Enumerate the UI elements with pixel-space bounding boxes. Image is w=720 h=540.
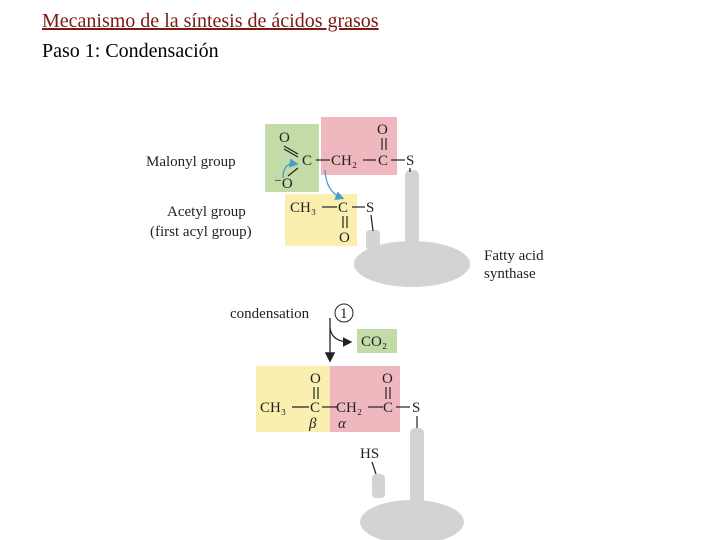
- acetyl-sulfur: S: [366, 200, 374, 216]
- malonyl-ch2: CH₂: [331, 153, 357, 169]
- acetyl-ch3: CH₃: [290, 200, 316, 216]
- first-acyl-group-label: (first acyl group): [150, 224, 252, 240]
- product-beta-c: C: [310, 400, 320, 416]
- product-thioester-o: O: [382, 371, 393, 387]
- malonyl-thioester-o: O: [377, 122, 388, 138]
- malonyl-sulfur: S: [406, 153, 414, 169]
- electron-arrow-attack: [324, 169, 345, 200]
- malonyl-carboxyl-o-minus: ⁻O: [274, 176, 293, 192]
- enzyme-label-line1: Fatty acid: [484, 248, 544, 264]
- electron-arrow-decarboxylation: [282, 158, 299, 179]
- malonyl-thioester-c: C: [378, 153, 388, 169]
- enzyme-label-line2: synthase: [484, 266, 536, 282]
- product-thioester-c: C: [383, 400, 393, 416]
- product-pink-box: [330, 366, 400, 432]
- alpha-carbon-label: α: [338, 416, 347, 432]
- product-beta-o: O: [310, 371, 321, 387]
- acetyl-group-label: Acetyl group: [167, 204, 246, 220]
- product-sulfur: S: [412, 400, 420, 416]
- beta-carbon-label: β: [308, 416, 317, 432]
- malonyl-green-box: [265, 124, 319, 192]
- co2-box: [357, 329, 397, 353]
- product-ch2: CH₂: [336, 400, 362, 416]
- co2-release-arrow: [329, 327, 353, 347]
- malonyl-pink-box: [321, 117, 397, 175]
- free-thiol-hs: HS: [360, 446, 379, 462]
- malonyl-carboxyl-c: C: [302, 153, 312, 169]
- page-subtitle: Paso 1: Condensación: [42, 40, 219, 62]
- enzyme-bottom: [360, 416, 464, 540]
- malonyl-carboxyl-o-top: O: [279, 130, 290, 146]
- step-number: 1: [340, 306, 348, 322]
- acetyl-yellow-box: [285, 194, 357, 246]
- co2-label: CO₂: [361, 334, 387, 350]
- malonyl-group-label: Malonyl group: [146, 154, 236, 170]
- acetyl-o: O: [339, 230, 350, 246]
- condensation-label: condensation: [230, 306, 310, 322]
- page-title: Mecanismo de la síntesis de ácidos graso…: [42, 10, 379, 32]
- acetyl-c: C: [338, 200, 348, 216]
- enzyme-top: [354, 170, 470, 287]
- product-ch3: CH₃: [260, 400, 286, 416]
- step-number-circle: [334, 303, 354, 323]
